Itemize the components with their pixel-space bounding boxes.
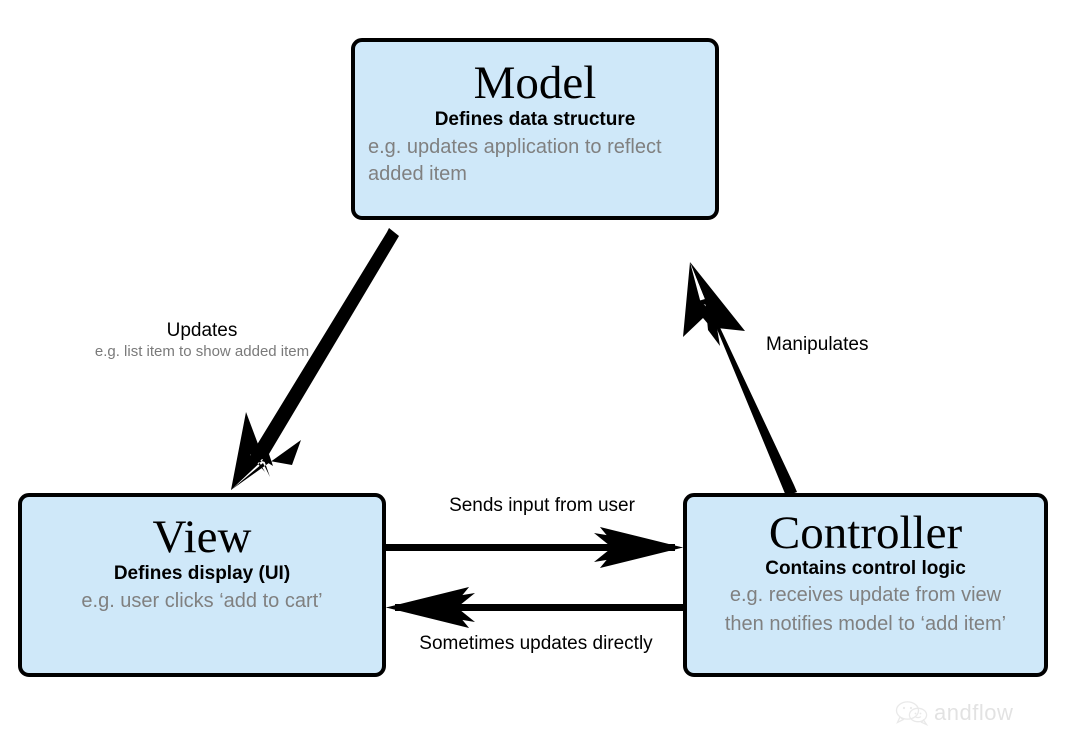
edge-label-sends-input-title: Sends input from user (449, 495, 635, 516)
node-view-example: e.g. user clicks ‘add to cart’ (81, 589, 323, 612)
node-controller-example-line-1: e.g. receives update from view (729, 583, 1002, 606)
node-view-title: View (152, 511, 252, 563)
watermark: andflow (895, 700, 1013, 726)
wechat-speech-bubble-icon (895, 700, 929, 726)
arrow-controller-to-view (386, 587, 683, 628)
edge-label-sometimes-updates-title: Sometimes updates directly (419, 633, 653, 654)
arrow-controller-to-model (683, 262, 797, 496)
watermark-text: andflow (934, 700, 1014, 725)
arrow-view-to-controller (386, 527, 683, 568)
edge-label-manipulates: Manipulates (766, 334, 868, 357)
node-model-title: Model (473, 57, 597, 109)
edge-label-updates: Updates e.g. list item to show added ite… (84, 320, 320, 362)
node-controller-example-line-2: then notifies model to ‘add item’ (724, 612, 1007, 635)
edge-label-manipulates-title: Manipulates (766, 334, 869, 355)
node-view[interactable]: View Defines display (UI) e.g. user clic… (18, 493, 386, 677)
node-controller-title: Controller (768, 507, 963, 559)
edge-label-sends-input: Sends input from user (424, 495, 660, 518)
node-controller[interactable]: Controller Contains control logic e.g. r… (683, 493, 1048, 677)
node-model-subtitle: Defines data structure (434, 109, 636, 130)
node-view-subtitle: Defines display (UI) (113, 563, 291, 584)
edge-label-updates-sublabel: e.g. list item to show added item (94, 342, 310, 360)
edge-label-sometimes-updates: Sometimes updates directly (400, 633, 672, 656)
node-controller-subtitle: Contains control logic (765, 558, 966, 579)
node-model-example: e.g. updates application to reflect adde… (368, 135, 662, 185)
edge-label-updates-title: Updates (166, 320, 238, 341)
node-model[interactable]: Model Defines data structure e.g. update… (351, 38, 719, 220)
